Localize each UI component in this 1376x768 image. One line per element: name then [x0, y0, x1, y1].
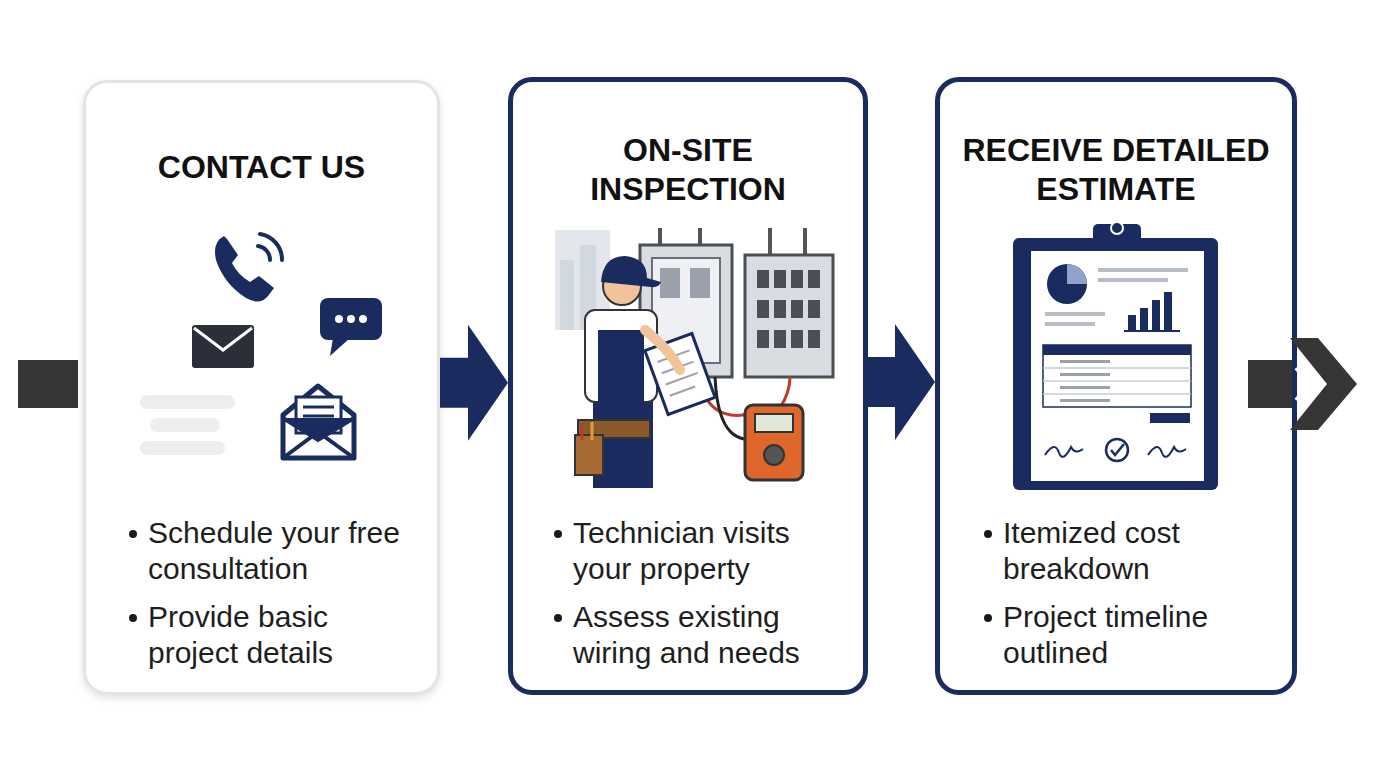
bullet-list: Itemized cost breakdownProject timeline … — [1003, 515, 1265, 683]
bullet-dot — [554, 530, 562, 538]
flow-arrow — [440, 325, 508, 441]
bullet-dot — [984, 530, 992, 538]
bullet-text: Provide basic project details — [148, 599, 406, 671]
technician-illustration — [555, 228, 833, 488]
bullet-text: Technician visits your property — [573, 515, 835, 587]
bullet-text: Assess existing wiring and needs — [573, 599, 835, 671]
estimate-illustration — [1013, 222, 1218, 490]
bullet-item: Itemized cost breakdown — [1003, 515, 1265, 587]
bullet-item: Schedule your free consultation — [148, 515, 406, 587]
step-box: ON-SITE INSPECTION Technician visits your… — [508, 77, 868, 695]
bullet-list: Schedule your free consultationProvide b… — [148, 515, 406, 683]
bullet-item: Provide basic project details — [148, 599, 406, 671]
bullet-item: Project timeline outlined — [1003, 599, 1265, 671]
bullet-list: Technician visits your propertyAssess ex… — [573, 515, 835, 683]
continue-chevron — [1248, 338, 1357, 430]
bullet-text: Project timeline outlined — [1003, 599, 1265, 671]
bullet-dot — [984, 614, 992, 622]
step-heading: RECEIVE DETAILED ESTIMATE — [940, 131, 1292, 209]
bullet-dot — [129, 530, 137, 538]
bullet-item: Assess existing wiring and needs — [573, 599, 835, 671]
step-box: RECEIVE DETAILED ESTIMATE Itemized cost b… — [935, 77, 1297, 695]
bullet-item: Technician visits your property — [573, 515, 835, 587]
step-heading: CONTACT US — [86, 148, 437, 187]
flow-arrow — [868, 324, 935, 440]
step-box: CONTACT US Schedule your free consultatio… — [83, 80, 440, 695]
contact-icons — [140, 234, 382, 458]
bullet-text: Itemized cost breakdown — [1003, 515, 1265, 587]
bullet-dot — [129, 614, 137, 622]
step-heading: ON-SITE INSPECTION — [558, 131, 818, 209]
bullet-dot — [554, 614, 562, 622]
flow-stub — [18, 360, 78, 408]
bullet-text: Schedule your free consultation — [148, 515, 406, 587]
